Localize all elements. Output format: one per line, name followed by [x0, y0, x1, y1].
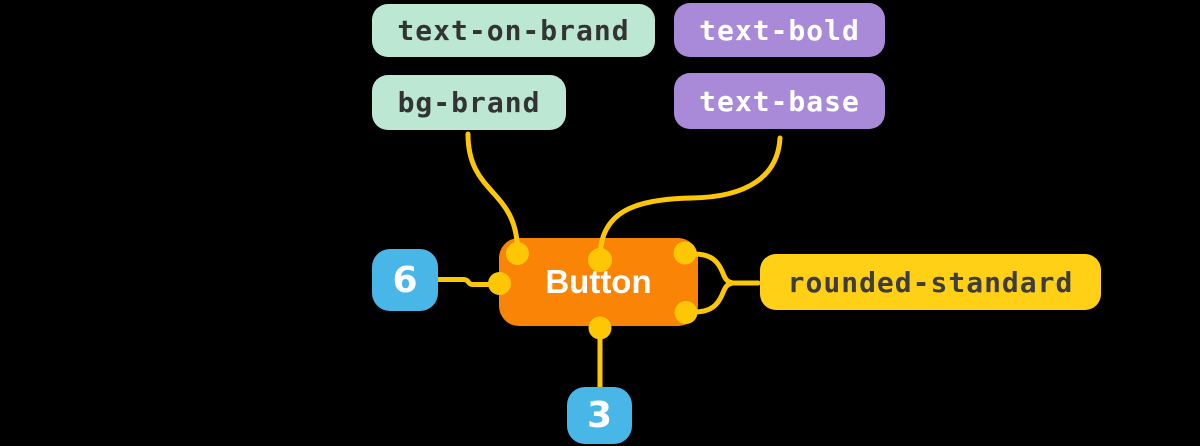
token-label: bg-brand	[397, 86, 541, 119]
connector-line-spacing-left	[435, 277, 502, 287]
token-label: text-on-brand	[397, 14, 630, 47]
spacing-pill-bottom: 3	[567, 387, 632, 444]
token-pill-text-bold: text-bold	[674, 3, 885, 57]
spacing-pill-left: 6	[372, 249, 438, 311]
connector-dot	[674, 301, 698, 324]
token-pill-text-base: text-base	[674, 73, 885, 129]
connector-dot	[673, 241, 697, 265]
token-pill-text-on-brand: text-on-brand	[372, 4, 655, 57]
spacing-value: 6	[392, 259, 418, 301]
spacing-value: 3	[586, 395, 613, 436]
token-pill-rounded-standard: rounded-standard	[760, 254, 1101, 310]
connector-dot	[506, 242, 529, 265]
token-label: text-base	[699, 84, 860, 118]
token-pill-bg-brand: bg-brand	[372, 75, 566, 130]
token-label: rounded-standard	[787, 265, 1074, 299]
token-label: text-bold	[699, 13, 860, 47]
brace-rounded-standard	[691, 251, 761, 315]
connector-line-bg-brand	[465, 131, 520, 255]
connector-dot	[588, 316, 612, 340]
connector-dot	[488, 272, 511, 295]
connector-line-text-base	[597, 135, 783, 261]
connector-dot	[588, 248, 612, 272]
